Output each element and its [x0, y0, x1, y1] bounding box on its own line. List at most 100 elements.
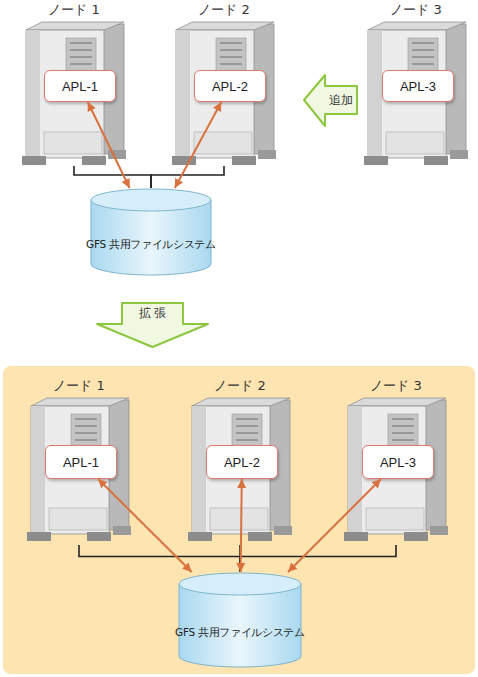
server-panel	[366, 508, 424, 530]
vent-slot	[412, 42, 434, 44]
shared-filesystem: GFS 共用ファイルシステム	[90, 188, 212, 276]
server-foot	[450, 150, 468, 159]
server-panel	[44, 132, 102, 154]
server-foot	[113, 526, 131, 535]
access-arrow	[241, 479, 242, 572]
app-label: APL-3	[383, 79, 453, 94]
cylinder-shape	[178, 572, 302, 668]
expand-arrow: 拡 張	[95, 302, 210, 348]
server-node: ノード 1 APL-1	[20, 2, 128, 167]
server-vent	[408, 38, 438, 74]
vent-slot	[75, 439, 97, 441]
server-foot	[188, 532, 212, 541]
server-body	[188, 398, 292, 541]
network-wire	[74, 166, 151, 188]
server-body	[172, 22, 276, 165]
vent-slot	[70, 56, 92, 58]
node-label: ノード 3	[362, 2, 470, 18]
shape-label: 追加	[323, 92, 358, 108]
application-box: APL-1	[45, 445, 117, 479]
vent-slot	[392, 432, 414, 434]
add-arrow: 追加	[303, 73, 358, 128]
shape-label: GFS 共用ファイルシステム	[168, 626, 312, 640]
application-box: APL-3	[362, 445, 434, 479]
server-body	[27, 398, 131, 541]
server-panel	[386, 132, 444, 154]
vent-slot	[70, 63, 92, 65]
access-arrow	[175, 102, 222, 188]
server-foot	[258, 150, 276, 159]
app-label: APL-1	[45, 79, 115, 94]
network-wire	[240, 545, 396, 572]
network-wire	[79, 545, 240, 572]
server-foot	[27, 532, 51, 541]
application-box: APL-3	[382, 70, 454, 102]
shape-label: GFS 共用ファイルシステム	[80, 238, 222, 252]
access-arrow	[88, 102, 130, 188]
server-top	[31, 398, 129, 406]
vent-slot	[412, 49, 434, 51]
application-box: APL-2	[194, 70, 266, 102]
server-strip	[26, 30, 40, 158]
server-top	[368, 22, 466, 30]
vent-slot	[220, 42, 242, 44]
vent-slot	[220, 49, 242, 51]
vent-slot	[75, 418, 97, 420]
server-top	[192, 398, 290, 406]
cylinder-top	[91, 189, 211, 211]
app-label: APL-1	[46, 455, 116, 470]
access-arrow	[98, 479, 192, 572]
server-strip	[192, 406, 206, 534]
expanded-area	[3, 366, 475, 674]
vent-slot	[392, 439, 414, 441]
server-foot	[274, 526, 292, 535]
server-node: ノード 2 APL-2	[186, 378, 294, 546]
server-top	[26, 22, 124, 30]
server-foot	[248, 532, 272, 541]
arrow-outline	[304, 75, 357, 126]
server-node: ノード 1APL-1	[25, 378, 133, 546]
node-label: ノード 3	[342, 378, 450, 394]
server-top	[176, 22, 274, 30]
node-label: ノード 2	[186, 378, 294, 394]
vent-slot	[70, 42, 92, 44]
app-label: APL-2	[207, 455, 277, 470]
access-arrow	[288, 479, 381, 572]
application-box: APL-1	[44, 70, 116, 102]
vent-slot	[236, 432, 258, 434]
vent-slot	[412, 56, 434, 58]
server-vent	[66, 38, 96, 74]
server-node: ノード 3 APL-3	[342, 378, 450, 546]
vent-slot	[412, 63, 434, 65]
cylinder-body	[179, 584, 301, 667]
vent-slot	[392, 425, 414, 427]
node-label: ノード 1	[20, 2, 128, 18]
server-foot	[364, 156, 388, 165]
server-vent	[216, 38, 246, 74]
shape-label: 拡 張	[95, 305, 210, 321]
vent-slot	[392, 418, 414, 420]
server-node: ノード 3 APL-3	[362, 2, 470, 167]
vent-slot	[236, 425, 258, 427]
server-foot	[82, 156, 106, 165]
server-foot	[232, 156, 256, 165]
server-foot	[430, 526, 448, 535]
server-foot	[344, 532, 368, 541]
server-body	[22, 22, 126, 165]
server-panel	[49, 508, 107, 530]
server-strip	[368, 30, 382, 158]
vent-slot	[75, 425, 97, 427]
vent-slot	[236, 439, 258, 441]
application-box: APL-2	[206, 445, 278, 479]
vent-slot	[220, 56, 242, 58]
server-strip	[31, 406, 45, 534]
network-wire	[151, 166, 224, 188]
server-top	[348, 398, 446, 406]
server-body	[364, 22, 468, 165]
cylinder-top	[179, 573, 301, 595]
shared-filesystem: GFS 共用ファイルシステム	[178, 572, 302, 668]
app-label: APL-2	[195, 79, 265, 94]
server-foot	[404, 532, 428, 541]
node-label: ノード 2	[170, 2, 278, 18]
